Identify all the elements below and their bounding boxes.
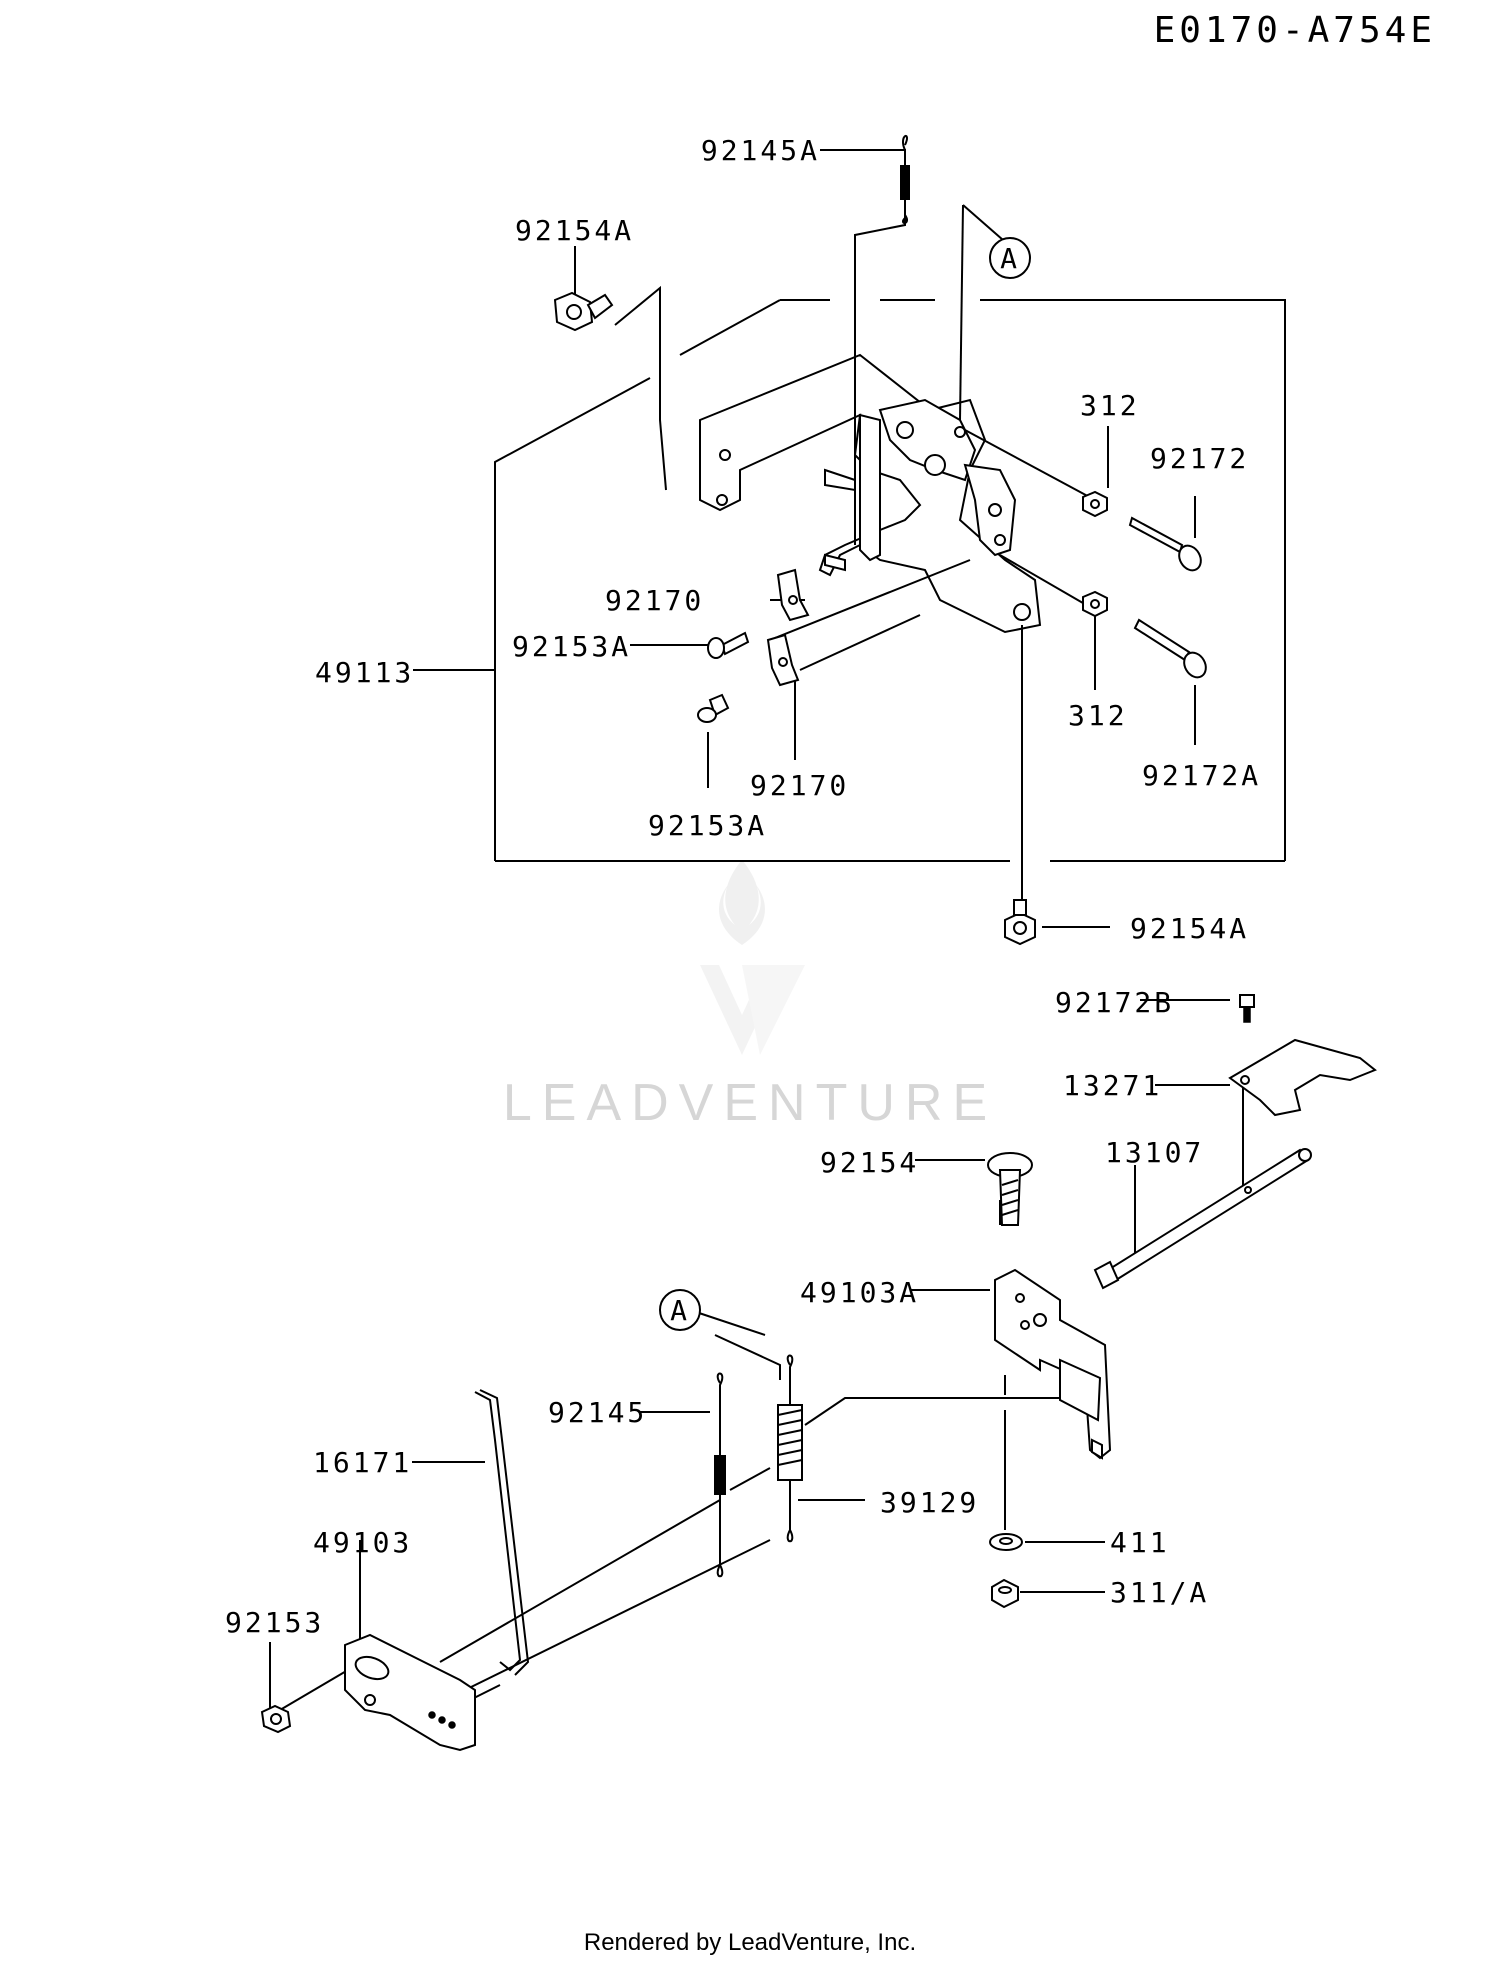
spring-92145a bbox=[900, 135, 910, 224]
label-13107: 13107 bbox=[1105, 1136, 1204, 1169]
label-411: 411 bbox=[1110, 1526, 1170, 1559]
diagram-code: E0170-A754E bbox=[1154, 10, 1436, 51]
label-92145a: 92145A bbox=[701, 134, 820, 167]
label-92153a-upper: 92153A bbox=[512, 630, 631, 663]
upper-leaders bbox=[413, 149, 1196, 928]
shaft-13107 bbox=[1093, 1148, 1312, 1290]
spring-92145 bbox=[714, 1372, 726, 1578]
washer-411 bbox=[989, 1533, 1023, 1551]
label-92153a-lower: 92153A bbox=[648, 809, 767, 842]
part-labels: 92145A 92154A 312 92172 92170 92153A 491… bbox=[225, 134, 1261, 1639]
watermark-text: LEADVENTURE bbox=[503, 1074, 997, 1132]
label-92145: 92145 bbox=[548, 1396, 647, 1429]
nut-312-upper bbox=[1082, 490, 1108, 518]
label-49103a: 49103A bbox=[800, 1276, 919, 1309]
leadventure-logo-icon bbox=[700, 860, 805, 1055]
screw-92153a-lower bbox=[697, 693, 730, 723]
bolt-92153 bbox=[260, 1704, 292, 1734]
hex-bolt-92154a-bottom bbox=[1004, 899, 1036, 946]
lever-49103 bbox=[344, 1633, 476, 1752]
spring-39129 bbox=[777, 1354, 803, 1543]
screw-92153a-upper bbox=[707, 631, 750, 659]
screw-92172 bbox=[1128, 516, 1202, 572]
callout-a-lower-letter: A bbox=[670, 1294, 690, 1327]
nut-312-lower bbox=[1082, 590, 1108, 618]
label-92172: 92172 bbox=[1150, 442, 1249, 475]
label-92170-upper: 92170 bbox=[605, 584, 704, 617]
screw-92172b bbox=[1239, 994, 1255, 1023]
label-92170-lower: 92170 bbox=[750, 769, 849, 802]
control-plate bbox=[699, 353, 1042, 634]
lever-49103a bbox=[994, 1268, 1112, 1460]
label-92172a: 92172A bbox=[1142, 759, 1261, 792]
label-92154: 92154 bbox=[820, 1146, 919, 1179]
clip-92170-lower bbox=[766, 633, 800, 687]
rod-16171 bbox=[474, 1389, 530, 1676]
label-49113: 49113 bbox=[315, 656, 414, 689]
label-92172b: 92172B bbox=[1055, 986, 1174, 1019]
callout-a-upper: A bbox=[989, 237, 1031, 279]
label-312-upper: 312 bbox=[1080, 389, 1140, 422]
label-311a: 311/A bbox=[1110, 1576, 1209, 1609]
label-92154a-top: 92154A bbox=[515, 214, 634, 247]
callout-a-upper-letter: A bbox=[1000, 242, 1020, 275]
assembly-bracket-49113 bbox=[494, 299, 1286, 862]
label-92154a-bottom: 92154A bbox=[1130, 912, 1249, 945]
clip-92170-upper bbox=[776, 568, 810, 622]
label-39129: 39129 bbox=[880, 1486, 979, 1519]
callout-a-lower: A bbox=[659, 1289, 701, 1331]
footer-credit: Rendered by LeadVenture, Inc. bbox=[584, 1929, 916, 1956]
label-49103: 49103 bbox=[313, 1526, 412, 1559]
label-16171: 16171 bbox=[313, 1446, 412, 1479]
watermark: LEADVENTURE bbox=[503, 860, 997, 1132]
plate-13271 bbox=[1228, 1038, 1377, 1117]
screw-92172a bbox=[1133, 618, 1207, 679]
carriage-bolt-92154 bbox=[987, 1152, 1033, 1226]
label-92153: 92153 bbox=[225, 1606, 324, 1639]
nut-311a bbox=[991, 1578, 1019, 1609]
hex-bolt-92154a-top bbox=[553, 291, 614, 332]
label-312-lower: 312 bbox=[1068, 699, 1128, 732]
label-13271: 13271 bbox=[1063, 1069, 1162, 1102]
